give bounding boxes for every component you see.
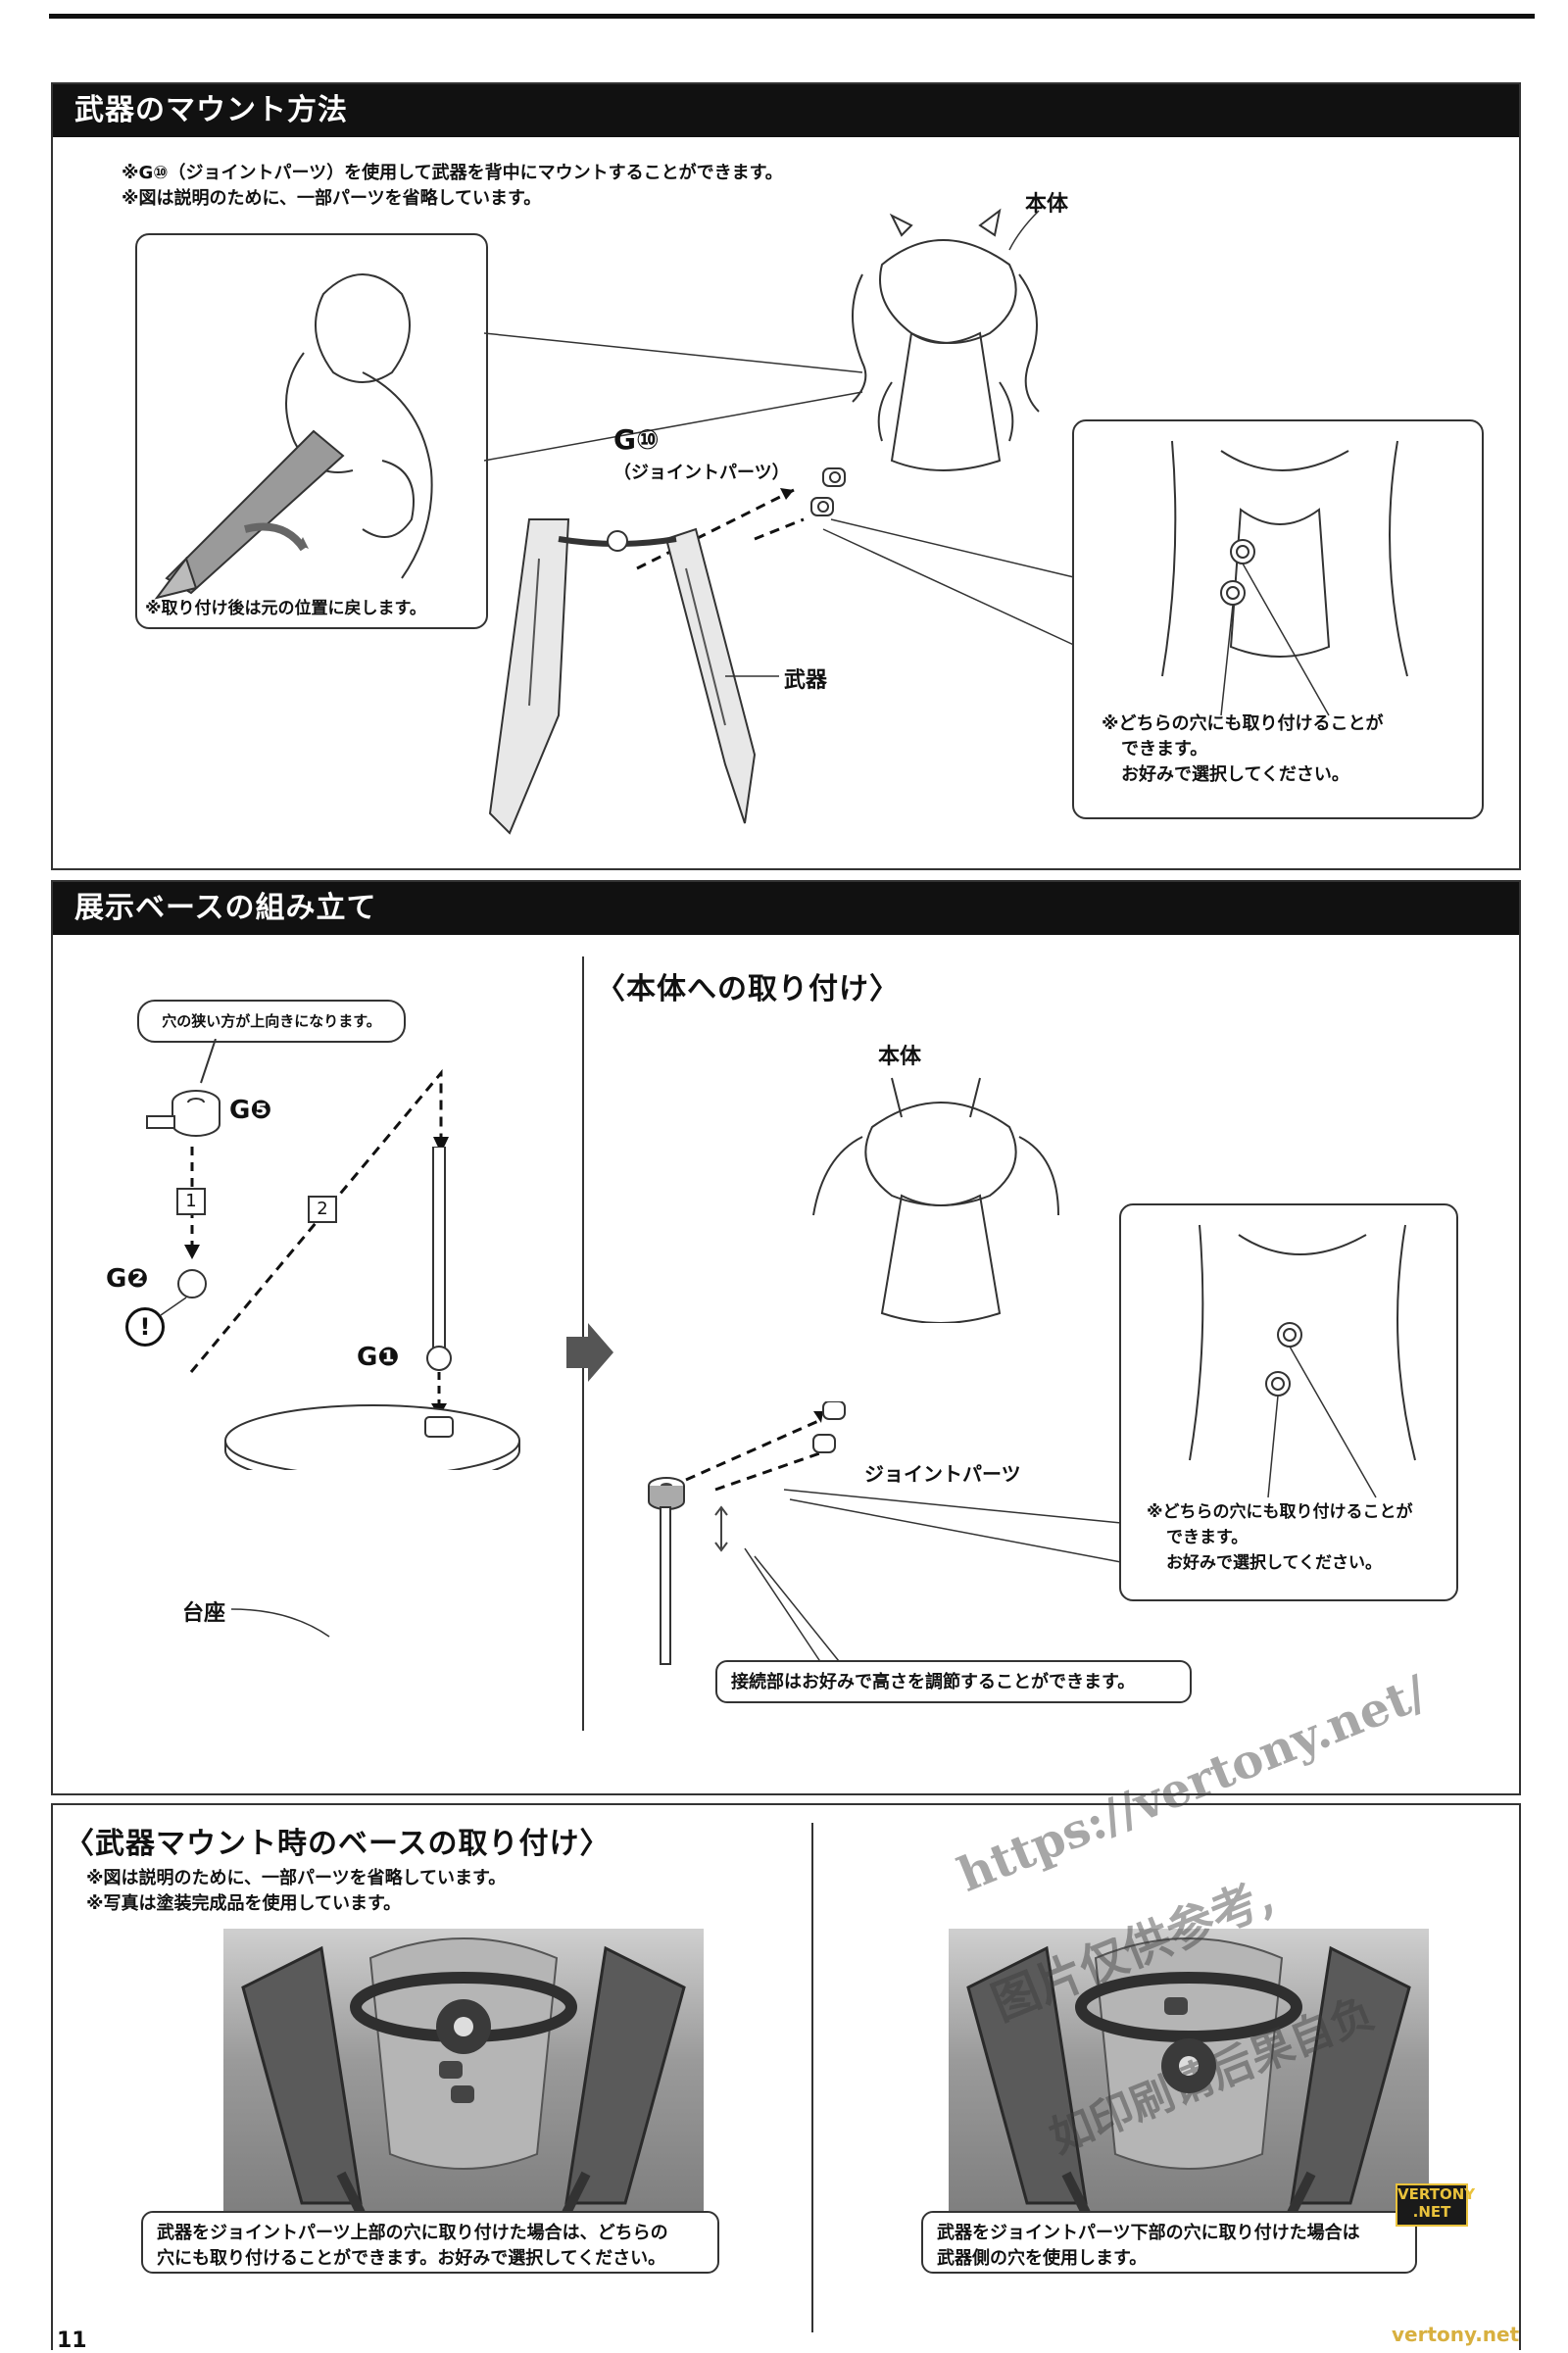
base-attach-subtitle: 〈武器マウント時のベースの取り付け〉 (65, 1819, 611, 1862)
upper-hole-caption: 武器をジョイントパーツ上部の穴に取り付けた場合は、どちらの 穴にも取り付けること… (141, 2211, 719, 2274)
upper-hole-caption-2: 穴にも取り付けることができます。お好みで選択してください。 (157, 2246, 704, 2272)
upper-hole-mount-photo (223, 1929, 704, 2223)
hole-detail-box-2: ※どちらの穴にも取り付けることが できます。 お好みで選択してください。 (1119, 1203, 1458, 1601)
hole-note-2-1: ※どちらの穴にも取り付けることが (1147, 1499, 1413, 1525)
section3-divider (811, 1823, 813, 2332)
base-attach-note-1: ※図は説明のために、一部パーツを省略しています。 (86, 1866, 506, 1891)
hole-note-2-2: できます。 (1166, 1525, 1248, 1550)
lower-hole-caption: 武器をジョイントパーツ下部の穴に取り付けた場合は 武器側の穴を使用します。 (921, 2211, 1417, 2274)
hole-note-2-3: お好みで選択してください。 (1166, 1550, 1382, 1576)
height-adjust-text: 接続部はお好みで高さを調節することができます。 (731, 1672, 1135, 1692)
lower-hole-caption-1: 武器をジョイントパーツ下部の穴に取り付けた場合は (937, 2221, 1401, 2246)
lower-hole-caption-2: 武器側の穴を使用します。 (937, 2246, 1401, 2272)
height-adjust-note: 接続部はお好みで高さを調節することができます。 (715, 1660, 1192, 1703)
watermark-badge: VERTONY .NET (1396, 2183, 1468, 2227)
page-number: 11 (57, 2328, 87, 2353)
watermark-badge-2: .NET (1397, 2203, 1466, 2221)
upper-hole-mount-photo-drawing (223, 1929, 704, 2223)
upper-hole-caption-1: 武器をジョイントパーツ上部の穴に取り付けた場合は、どちらの (157, 2221, 704, 2246)
base-attach-note-2: ※写真は塗装完成品を使用しています。 (86, 1891, 401, 1917)
watermark-badge-1: VERTONY (1397, 2185, 1466, 2203)
watermark-bottom-right: vertony.net (1392, 2323, 1519, 2346)
